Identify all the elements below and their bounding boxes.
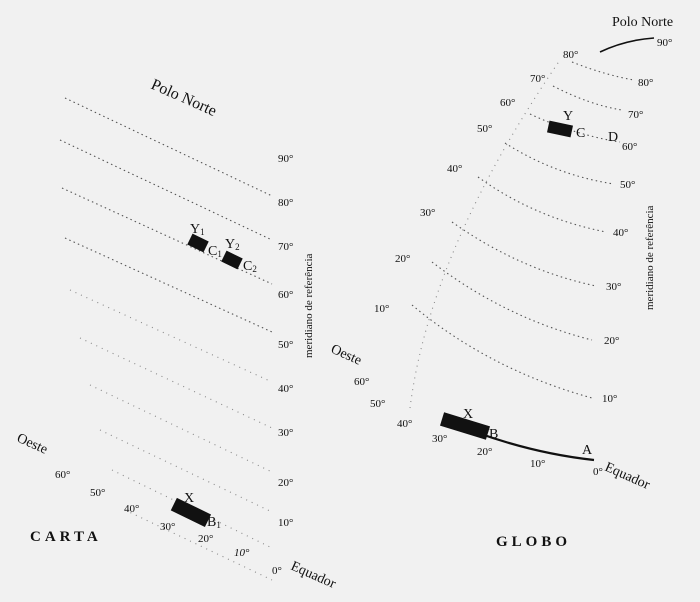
carta-block-x: [170, 497, 212, 528]
carta-equator-label: Equador: [288, 559, 338, 592]
globo-lon-label: 10°: [530, 458, 545, 470]
carta-panel: Polo Norte meridiano de referência Oeste…: [14, 76, 338, 592]
carta-point-c2: C2: [243, 259, 257, 274]
globo-parallel-30: [451, 221, 597, 287]
globo-block-y: [547, 120, 573, 138]
carta-lon-label: 30°: [160, 521, 175, 533]
globo-point-a: A: [582, 443, 593, 458]
globo-block-x: [440, 412, 490, 440]
carta-lat-label: 20°: [278, 477, 293, 489]
globo-pole-label: Polo Norte: [612, 15, 673, 30]
globo-parallel-90: [599, 37, 655, 53]
globo-point-x: X: [463, 407, 473, 422]
carta-parallel-80: [59, 139, 273, 241]
carta-point-y1: Y1: [190, 222, 205, 237]
globo-lat-label: 30°: [420, 207, 435, 219]
globo-lat-label: 90°: [657, 37, 672, 49]
globo-lon-label: 20°: [477, 446, 492, 458]
globo-outer-meridian: [409, 59, 561, 409]
globo-lat-label: 50°: [477, 123, 492, 135]
carta-longitude-labels: 60° 50° 40° 30° 20° 10°: [55, 469, 250, 559]
carta-parallel-70: [61, 187, 273, 285]
carta-lon-label: 40°: [124, 503, 139, 515]
carta-latitude-labels: 90° 80° 70° 60° 50° 40° 30° 20° 10° 0°: [272, 153, 293, 577]
globo-lat-label: 60°: [622, 141, 637, 153]
globo-lat-label: 80°: [563, 49, 578, 61]
globo-point-c: C: [576, 126, 585, 141]
globo-left-lat-labels: 80° 70° 60° 50° 40° 30° 20° 10°: [374, 49, 578, 315]
globo-equator-label: Equador: [602, 460, 652, 493]
globo-title: GLOBO: [496, 534, 571, 550]
carta-lon-label: 20°: [198, 533, 213, 545]
globo-lat-label: 40°: [447, 163, 462, 175]
globo-west-label: Oeste: [328, 342, 363, 369]
globo-parallel-20: [431, 261, 593, 341]
carta-pole-label: Polo Norte: [148, 76, 219, 120]
carta-parallel-60: [64, 237, 273, 333]
globo-point-b: B: [489, 427, 498, 442]
globo-meridian-label: meridiano de referência: [644, 205, 656, 310]
carta-lat-label: 10°: [278, 517, 293, 529]
globo-lon-label: 60°: [354, 376, 369, 388]
carta-west-label: Oeste: [14, 431, 49, 458]
globo-panel: Polo Norte meridiano de referência Oeste…: [328, 15, 673, 550]
carta-title: CARTA: [30, 529, 102, 545]
globo-parallel-50: [504, 142, 615, 185]
globo-lon-label: 50°: [370, 398, 385, 410]
carta-block-y2: [221, 250, 243, 270]
carta-lat-label: 70°: [278, 241, 293, 253]
carta-parallel-40: [79, 337, 273, 429]
globo-parallel-80: [571, 61, 635, 81]
globo-lat-label: 40°: [613, 227, 628, 239]
carta-lon-label: 50°: [90, 487, 105, 499]
globo-parallel-70: [552, 85, 623, 111]
globo-point-y: Y: [563, 109, 573, 124]
carta-point-c1: C1: [208, 244, 222, 259]
carta-parallels: [59, 97, 273, 581]
globo-lat-label: 10°: [602, 393, 617, 405]
carta-point-x: X: [184, 491, 194, 506]
carta-lon-label: 60°: [55, 469, 70, 481]
globo-meridian-lat-labels: 90° 80° 70° 60° 50° 40° 30° 20° 10°: [602, 37, 672, 405]
globo-lat-label: 80°: [638, 77, 653, 89]
globo-parallels: [411, 37, 655, 399]
carta-block-y1: [187, 233, 209, 253]
globo-point-d: D: [608, 130, 618, 145]
carta-lat-label: 0°: [272, 565, 282, 577]
globo-lat-label: 20°: [395, 253, 410, 265]
globo-lon-label: 0°: [593, 466, 603, 478]
carta-lat-label: 50°: [278, 339, 293, 351]
carta-lat-label: 30°: [278, 427, 293, 439]
carta-point-b1: B1: [207, 515, 221, 530]
carta-lat-label: 60°: [278, 289, 293, 301]
globo-lat-label: 70°: [628, 109, 643, 121]
carta-parallel-30: [89, 384, 273, 473]
carta-meridian-label: meridiano de referência: [303, 253, 315, 358]
globo-lat-label: 70°: [530, 73, 545, 85]
globo-parallel-10: [411, 304, 593, 399]
carta-lat-label: 90°: [278, 153, 293, 165]
globo-lat-label: 50°: [620, 179, 635, 191]
globo-longitude-labels: 60° 50° 40° 30° 20° 10° 0°: [354, 376, 603, 478]
globo-parallel-60: [529, 113, 621, 143]
carta-point-y2: Y2: [225, 237, 240, 252]
globo-lon-label: 30°: [432, 433, 447, 445]
carta-lon-label: 10°: [234, 547, 250, 559]
globo-lat-label: 60°: [500, 97, 515, 109]
carta-lat-label: 80°: [278, 197, 293, 209]
carta-lat-label: 40°: [278, 383, 293, 395]
carta-parallel-90: [64, 97, 273, 197]
globo-lat-label: 10°: [374, 303, 389, 315]
globo-lat-label: 30°: [606, 281, 621, 293]
globo-lat-label: 20°: [604, 335, 619, 347]
carta-parallel-50: [69, 289, 273, 383]
globo-lon-label: 40°: [397, 418, 412, 430]
globo-parallel-40: [477, 176, 607, 233]
